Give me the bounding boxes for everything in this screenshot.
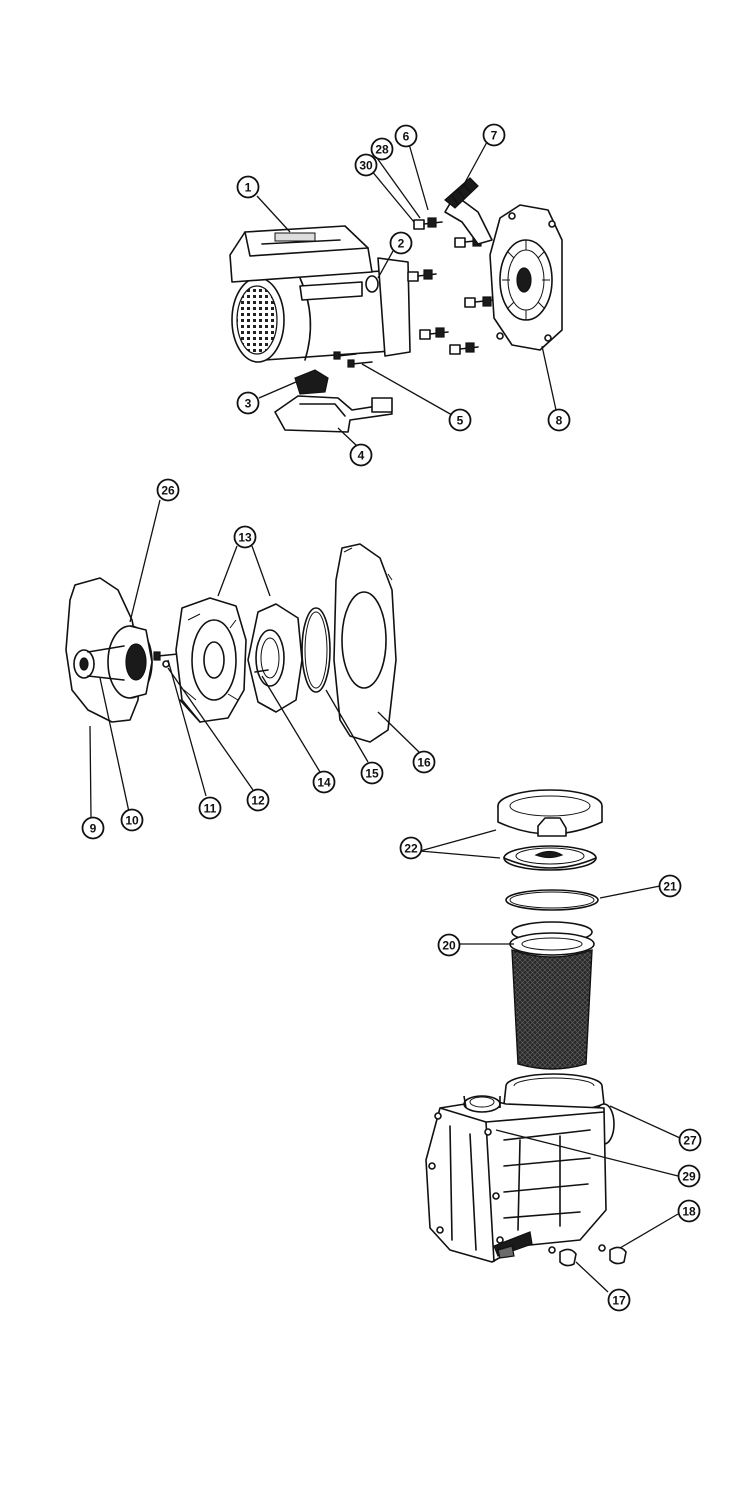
- callout-circle-12: [246, 788, 270, 812]
- part-number-8: 8: [556, 414, 563, 428]
- diffuser: [175, 597, 247, 723]
- pump-handle: [444, 177, 493, 245]
- part-number-21: 21: [663, 880, 677, 894]
- seal-plate-gasket: [333, 543, 397, 743]
- strainer-basket: [509, 921, 595, 1070]
- callout-circle-17: [607, 1288, 631, 1312]
- part-number-30: 30: [359, 159, 373, 173]
- part-number-11: 11: [204, 802, 217, 816]
- callout-circle-3: [236, 391, 260, 415]
- callout-circle-18: [677, 1199, 701, 1223]
- callout-circle-20: [437, 933, 461, 957]
- impeller-assembly: [65, 543, 397, 743]
- motor-base: [274, 395, 393, 433]
- part-number-17: 17: [612, 1294, 626, 1308]
- callout-circle-10: [120, 808, 144, 832]
- callout-circle-7: [482, 123, 506, 147]
- part-number-28: 28: [375, 143, 389, 157]
- strainer-assembly: [425, 789, 627, 1267]
- lid-locking-ring: [497, 789, 603, 837]
- drive-controller: [229, 225, 379, 301]
- part-number-4: 4: [358, 449, 365, 463]
- callout-circle-9: [81, 816, 105, 840]
- part-number-5: 5: [457, 414, 464, 428]
- strainer-housing: [425, 1073, 615, 1263]
- part-number-9: 9: [90, 822, 97, 836]
- callout-circle-8: [547, 408, 571, 432]
- housing-gasket: [65, 577, 141, 723]
- part-number-18: 18: [682, 1205, 696, 1219]
- callout-circle-4: [349, 443, 373, 467]
- part-number-29: 29: [682, 1170, 696, 1184]
- motor-assembly: [229, 177, 563, 433]
- diffuser-screw: [254, 669, 269, 673]
- callout-circle-14: [312, 770, 336, 794]
- part-number-27: 27: [683, 1134, 697, 1148]
- callout-circle-28: [370, 137, 394, 161]
- leader-lines: [89, 141, 681, 1293]
- callout-circle-1: [236, 175, 260, 199]
- callout-circle-6: [394, 124, 418, 148]
- part-number-10: 10: [125, 814, 139, 828]
- callout-circle-15: [360, 761, 384, 785]
- part-number-22: 22: [404, 842, 418, 856]
- part-number-2: 2: [398, 237, 405, 251]
- callout-circle-22: [399, 836, 423, 860]
- lid-o-ring: [505, 889, 599, 911]
- base-screws: [333, 351, 373, 368]
- seal-plate-bolts: [407, 217, 495, 355]
- part-number-15: 15: [365, 767, 379, 781]
- part-number-3: 3: [245, 397, 252, 411]
- callout-circle-30: [354, 153, 378, 177]
- callout-circle-21: [658, 874, 682, 898]
- diffuser-o-ring: [301, 607, 331, 693]
- motor-cover-part: [294, 369, 329, 395]
- callout-circle-13: [233, 525, 257, 549]
- callout-circle-16: [412, 750, 436, 774]
- part-number-16: 16: [417, 756, 431, 770]
- part-number-1: 1: [245, 181, 252, 195]
- strainer-lid: [503, 845, 597, 871]
- part-number-13: 13: [238, 531, 252, 545]
- part-number-20: 20: [442, 939, 456, 953]
- callout-circle-2: [389, 231, 413, 255]
- part-number-12: 12: [251, 794, 265, 808]
- callout-circle-27: [678, 1128, 702, 1152]
- callout-circle-5: [448, 408, 472, 432]
- part-number-14: 14: [317, 776, 331, 790]
- callout-circle-26: [156, 478, 180, 502]
- callout-circle-29: [677, 1164, 701, 1188]
- seal-plate: [489, 204, 563, 351]
- part-number-6: 6: [403, 130, 410, 144]
- part-number-7: 7: [491, 129, 498, 143]
- drain-plugs: [548, 1244, 627, 1267]
- diffuser-seal: [247, 603, 303, 713]
- part-number-26: 26: [161, 484, 175, 498]
- impeller-screw: [153, 651, 179, 668]
- callout-circle-11: [198, 796, 222, 820]
- impeller: [73, 625, 153, 699]
